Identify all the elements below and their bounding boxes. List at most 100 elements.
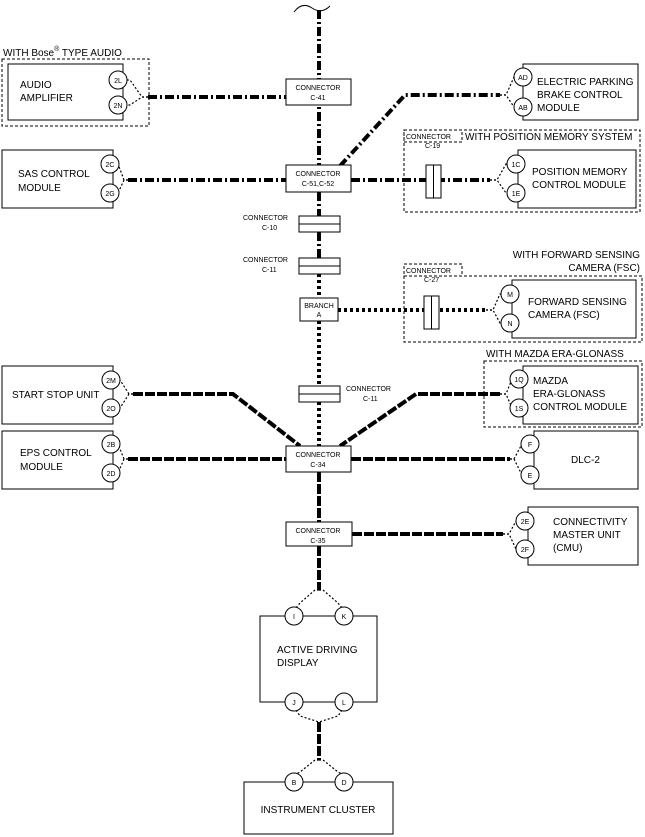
pin-ssu-2m: 2M — [101, 370, 121, 390]
dlc-2-box — [533, 430, 639, 490]
start-stop-unit-box — [1, 365, 114, 425]
active-driving-display-label-1: ACTIVE DRIVING — [277, 645, 358, 656]
connector-c27-word: CONNECTOR — [406, 268, 451, 275]
svg-text:2B: 2B — [107, 442, 116, 449]
pin-era-1q: 1Q — [509, 369, 529, 389]
connector-c34-id: C-34 — [310, 462, 325, 469]
pin-era-1s: 1S — [509, 398, 529, 418]
svg-text:1E: 1E — [512, 191, 521, 198]
connector-c51-word: CONNECTOR — [296, 171, 341, 178]
position-memory-label-2: CONTROL MODULE — [532, 180, 626, 191]
svg-text:2L: 2L — [114, 78, 122, 85]
era-option-box — [483, 360, 643, 428]
position-memory-label-1: POSITION MEMORY — [532, 167, 628, 178]
line-epb — [338, 93, 500, 168]
pos-mem-option-label: WITH POSITION MEMORY SYSTEM — [465, 132, 632, 143]
pin-fsc-m: M — [500, 284, 520, 304]
active-driving-display-box — [259, 615, 378, 703]
pin-sas-2g: 2G — [100, 183, 120, 203]
sas-module-label-1: SAS CONTROL — [18, 169, 90, 180]
svg-text:L: L — [342, 700, 346, 707]
pin-dlc-e: E — [520, 465, 540, 485]
svg-text:2C: 2C — [106, 162, 115, 169]
line-ssu — [133, 392, 302, 448]
svg-text:B: B — [292, 780, 297, 787]
svg-text:D: D — [341, 780, 346, 787]
fsc-option-label-1: WITH FORWARD SENSING — [513, 250, 640, 261]
start-stop-unit-label: START STOP UNIT — [12, 390, 99, 401]
eps-module-label-2: MODULE — [20, 462, 63, 473]
bose-option-box — [1, 58, 150, 127]
svg-text:M: M — [507, 292, 513, 299]
connector-c34-word: CONNECTOR — [296, 452, 341, 459]
eps-module-label-1: EPS CONTROL — [20, 448, 92, 459]
pin-add-l: L — [334, 692, 354, 712]
svg-text:2M: 2M — [106, 378, 116, 385]
era-glonass-module-box — [522, 365, 639, 425]
connector-c51-c52 — [285, 164, 352, 193]
pin-audio-2l: 2L — [108, 70, 128, 90]
era-glonass-label-3: CONTROL MODULE — [533, 402, 627, 413]
instrument-cluster-label: INSTRUMENT CLUSTER — [261, 805, 376, 816]
pin-add-j: J — [284, 692, 304, 712]
break-mark — [293, 4, 331, 13]
epb-module-label-2: BRAKE CONTROL — [537, 90, 623, 101]
svg-text:2N: 2N — [114, 103, 123, 110]
era-glonass-label-1: MAZDA — [533, 376, 568, 387]
pin-pmem-1c: 1C — [506, 154, 526, 174]
pin-add-i: I — [284, 606, 304, 626]
position-memory-module-box — [517, 149, 637, 209]
fsc-option-label-2: CAMERA (FSC) — [568, 263, 640, 274]
audio-amplifier-box — [7, 63, 124, 121]
era-glonass-label-2: ERA-GLONASS — [533, 389, 606, 400]
bose-option-label: WITH Bose® TYPE AUDIO — [3, 45, 122, 59]
svg-text:2O: 2O — [106, 406, 116, 413]
connector-c27-id: C-27 — [424, 277, 439, 284]
svg-text:F: F — [528, 442, 532, 449]
connector-c41-word: CONNECTOR — [296, 85, 341, 92]
pos-mem-option-box — [403, 129, 641, 213]
svg-text:1Q: 1Q — [514, 377, 524, 384]
bus-lines — [128, 4, 510, 760]
connector-c35-id: C-35 — [310, 538, 325, 545]
cmu-label-3: (CMU) — [553, 543, 582, 554]
dlc-2-label: DLC-2 — [571, 455, 600, 466]
fsc-module-label-2: CAMERA (FSC) — [528, 310, 600, 321]
epb-module-box — [522, 63, 639, 121]
fsc-option-box — [403, 275, 643, 343]
connector-c11-lower-word: CONNECTOR — [346, 386, 391, 393]
pin-audio-2n: 2N — [108, 95, 128, 115]
pin-ssu-2o: 2O — [101, 398, 121, 418]
pin-epb-ab: AB — [513, 97, 533, 117]
connector-c10-word: CONNECTOR — [243, 215, 288, 222]
sas-module-box — [1, 149, 114, 209]
svg-text:E: E — [528, 473, 533, 480]
connector-c11-upper-id: C-11 — [262, 267, 277, 274]
connector-c10-id: C-10 — [262, 225, 277, 232]
pin-eps-2d: 2D — [101, 463, 121, 483]
connector-c19-id: C-19 — [425, 143, 440, 150]
branch-a-word: BRANCH — [304, 303, 334, 310]
line-era — [338, 392, 500, 448]
instrument-cluster-box — [243, 781, 394, 835]
svg-text:2G: 2G — [105, 191, 114, 198]
branch-a-id: A — [317, 312, 322, 319]
svg-text:J: J — [292, 700, 296, 707]
svg-text:AD: AD — [518, 75, 528, 82]
svg-text:AB: AB — [518, 105, 528, 112]
connector-c41 — [285, 78, 352, 106]
connector-c19-word: CONNECTOR — [406, 134, 451, 141]
branch-a — [299, 297, 339, 322]
svg-text:K: K — [342, 614, 347, 621]
epb-module-label-3: MODULE — [537, 103, 580, 114]
connector-c35-word: CONNECTOR — [296, 528, 341, 535]
pin-sas-2c: 2C — [100, 154, 120, 174]
active-driving-display-label-2: DISPLAY — [277, 658, 319, 669]
svg-text:2F: 2F — [521, 547, 529, 554]
connector-c41-id: C-41 — [310, 95, 325, 102]
pin-ic-b: B — [284, 772, 304, 792]
cmu-module-box — [527, 506, 639, 566]
eps-module-box — [1, 430, 114, 490]
